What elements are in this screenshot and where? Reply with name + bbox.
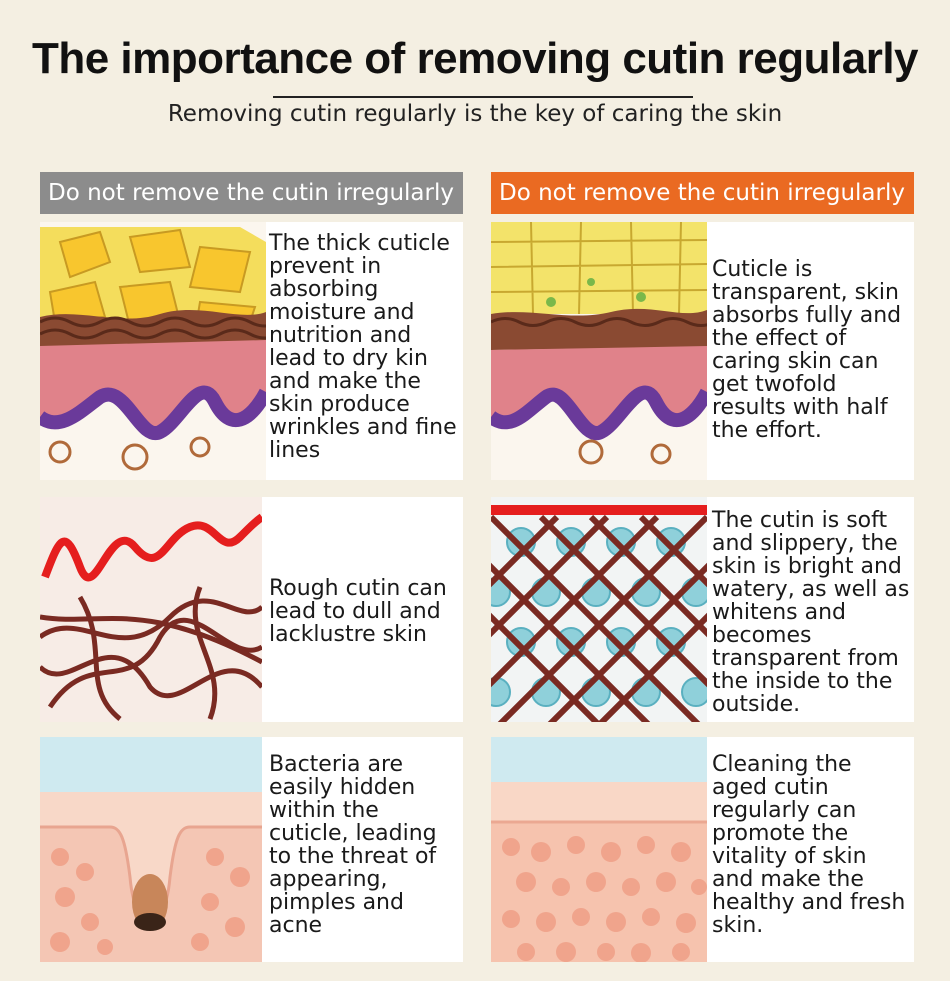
panel-text: Cleaning the aged cutin regularly can pr… [712,752,906,938]
right-panel-clean-skin: Cleaning the aged cutin regularly can pr… [491,737,914,962]
thick-cuticle-skin-illustration [40,222,266,480]
clogged-pore-illustration [40,737,262,962]
right-panel-transparent-cuticle: Cuticle is transparent, skin absorbs ful… [491,222,914,480]
page-title: The importance of removing cutin regular… [31,34,919,83]
panel-text: Rough cutin can lead to dull and lacklus… [269,576,447,647]
rough-cutin-fiber-illustration [40,497,262,722]
left-column-heading: Do not remove the cutin irregularly [40,172,463,214]
panel-text: Bacteria are easily hidden within the cu… [269,752,437,938]
left-panel-clogged-pore: Bacteria are easily hidden within the cu… [40,737,463,962]
panel-text: The thick cuticle prevent in absorbing m… [269,231,457,463]
transparent-cuticle-skin-illustration [491,222,707,480]
page-subtitle: Removing cutin regularly is the key of c… [167,101,783,127]
right-column-heading: Do not remove the cutin irregularly [491,172,914,214]
smooth-cutin-lattice-illustration [491,497,707,722]
left-panel-thick-cuticle: The thick cuticle prevent in absorbing m… [40,222,463,480]
clean-skin-layer-illustration [491,737,707,962]
panel-text: Cuticle is transparent, skin absorbs ful… [712,257,902,443]
right-panel-smooth-cutin: The cutin is soft and slippery, the skin… [491,497,914,722]
panel-text: The cutin is soft and slippery, the skin… [712,508,910,717]
title-divider [273,96,693,98]
left-panel-rough-cutin: Rough cutin can lead to dull and lacklus… [40,497,463,722]
